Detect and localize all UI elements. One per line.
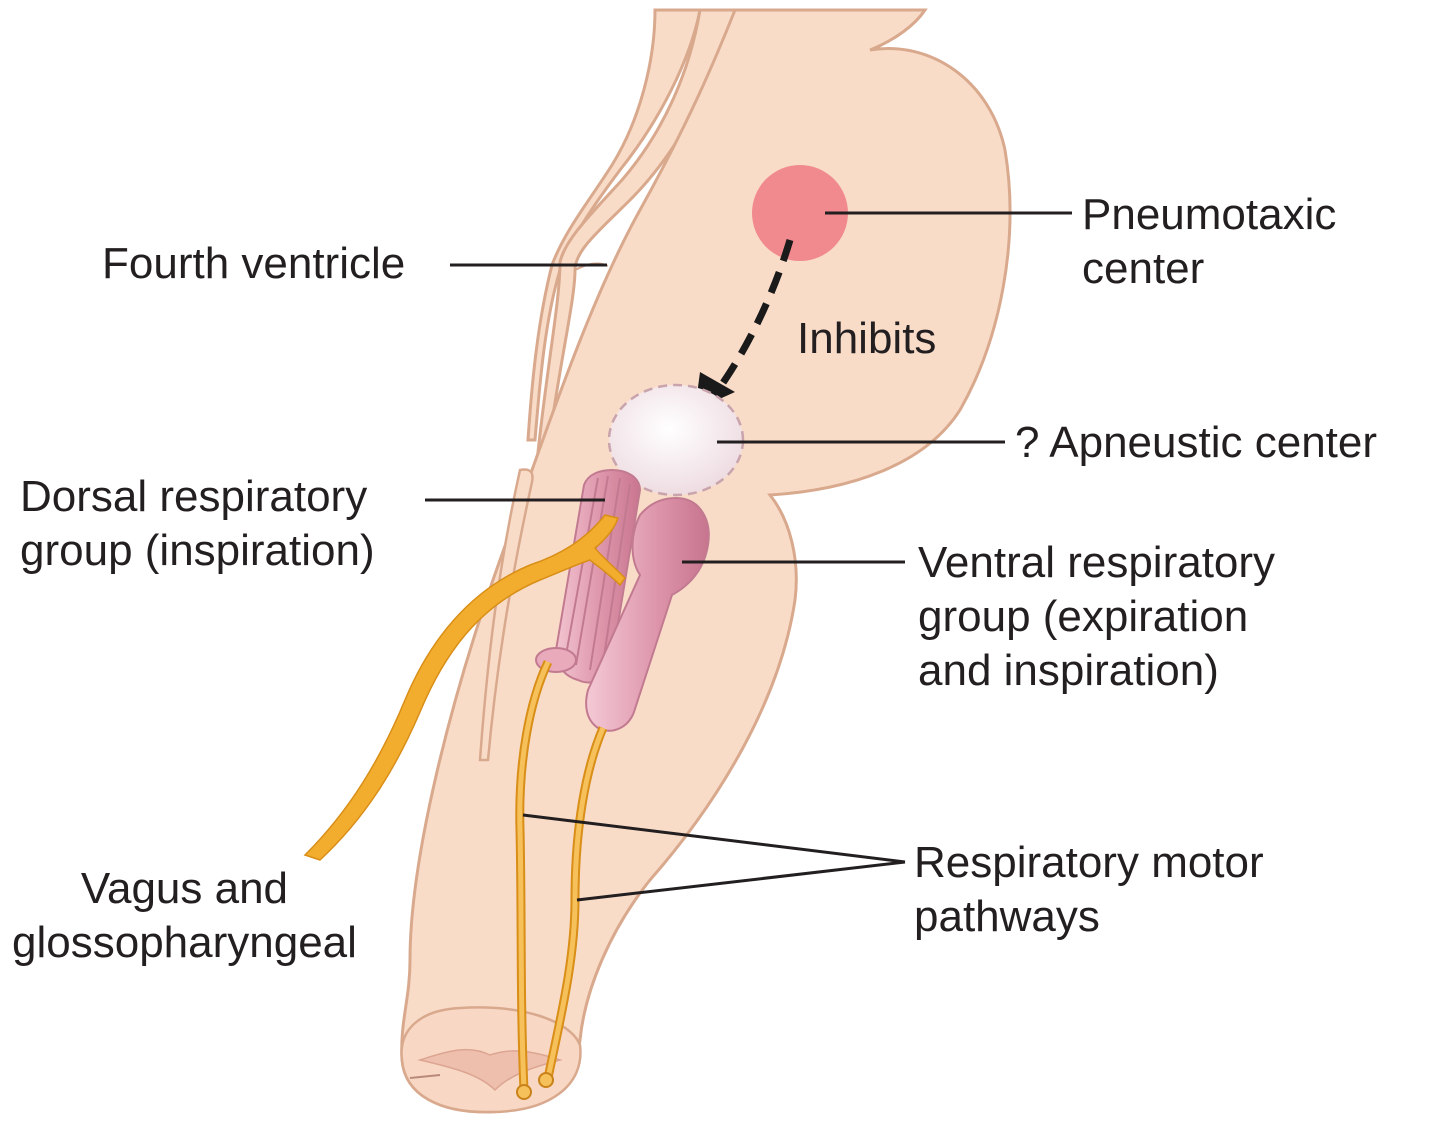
- label-dorsal-line-1: Dorsal respiratory: [20, 470, 375, 524]
- label-ventral-line-3: and inspiration): [918, 644, 1275, 698]
- label-dorsal-line-2: group (inspiration): [20, 524, 375, 578]
- label-dorsal-respiratory-group: Dorsal respiratory group (inspiration): [20, 470, 375, 578]
- label-vagus-line-1: Vagus and: [12, 862, 357, 916]
- label-ventral-respiratory-group: Ventral respiratory group (expiration an…: [918, 536, 1275, 698]
- label-motor-line-2: pathways: [914, 890, 1264, 944]
- label-ventral-line-2: group (expiration: [918, 590, 1275, 644]
- motor-pathway-end-1: [517, 1085, 531, 1099]
- label-inhibits: Inhibits: [797, 312, 936, 366]
- label-pneumotaxic-line-1: Pneumotaxic: [1082, 188, 1336, 242]
- label-motor-line-1: Respiratory motor: [914, 836, 1264, 890]
- label-apneustic-center: ? Apneustic center: [1015, 416, 1377, 470]
- label-pneumotaxic-center: Pneumotaxic center: [1082, 188, 1336, 296]
- label-pneumotaxic-line-2: center: [1082, 242, 1336, 296]
- label-vagus-line-2: glossopharyngeal: [12, 916, 357, 970]
- label-ventral-line-1: Ventral respiratory: [918, 536, 1275, 590]
- label-fourth-ventricle: Fourth ventricle: [102, 237, 405, 291]
- motor-pathway-end-2: [539, 1073, 553, 1087]
- label-respiratory-motor-pathways: Respiratory motor pathways: [914, 836, 1264, 944]
- label-vagus-glossopharyngeal: Vagus and glossopharyngeal: [12, 862, 357, 970]
